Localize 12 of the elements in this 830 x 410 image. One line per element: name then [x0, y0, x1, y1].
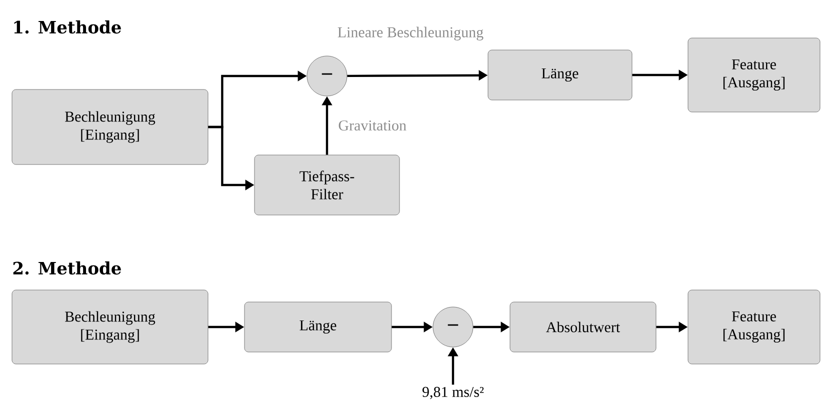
edge-label: Lineare Beschleunigung — [336, 26, 485, 42]
input-value: 9,81 ms/s² — [422, 386, 484, 400]
process-box: Feature [Ausgang] — [688, 290, 820, 364]
edge-label: Gravitation — [337, 119, 408, 132]
process-box: Absolutwert — [510, 302, 656, 352]
process-box: Bechleunigung [Eingang] — [12, 290, 208, 364]
process-box: Länge — [244, 302, 392, 352]
process-box: Feature [Ausgang] — [688, 38, 820, 112]
process-box: Tiefpass- Filter — [254, 154, 400, 216]
process-box: Länge — [488, 50, 632, 100]
section-heading: 1. Methode — [14, 20, 121, 34]
process-box: Bechleunigung [Eingang] — [12, 89, 208, 165]
